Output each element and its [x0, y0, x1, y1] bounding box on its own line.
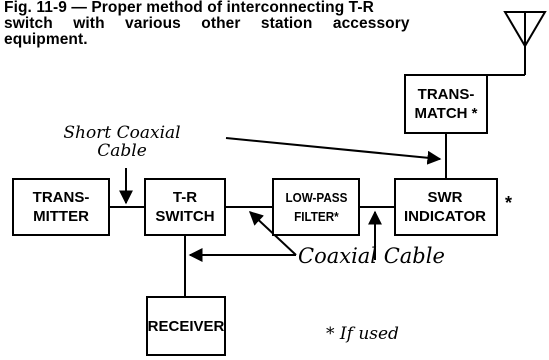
- if-used-note: * If used: [326, 324, 399, 344]
- transmatch-block: TRANS- MATCH *: [404, 74, 488, 134]
- caption-line-3: equipment.: [4, 31, 88, 48]
- short-coax-label: Short Coaxial Cable: [54, 124, 190, 160]
- tr-switch-block: T-R SWITCH: [144, 178, 226, 236]
- short-coax-line-1: Short Coaxial: [63, 123, 181, 143]
- transmitter-label: TRANS- MITTER: [32, 189, 90, 225]
- low-pass-filter-block: LOW-PASS FILTER*: [272, 178, 360, 236]
- swr-indicator-star: *: [504, 193, 512, 213]
- coaxial-cable-text: Coaxial Cable: [298, 244, 445, 268]
- low-pass-filter-label: LOW-PASS FILTER*: [285, 190, 347, 224]
- transmitter-block: TRANS- MITTER: [12, 178, 110, 236]
- swr-indicator-label: SWR INDICATOR: [404, 189, 486, 225]
- receiver-block: RECEIVER: [146, 296, 226, 356]
- receiver-label: RECEIVER: [147, 317, 225, 335]
- pointer-short-coax-2: [225, 137, 442, 165]
- caption-line-1: Fig. 11-9 — Proper method of interconnec…: [4, 0, 374, 16]
- swr-indicator-block: SWR INDICATOR *: [394, 178, 512, 236]
- transmatch-label: TRANS- MATCH *: [414, 86, 478, 122]
- tr-switch-label: T-R SWITCH: [155, 189, 215, 225]
- coaxial-cable-label: Coaxial Cable: [298, 244, 445, 268]
- antenna-icon: [487, 11, 547, 76]
- short-coax-line-2: Cable: [97, 141, 147, 161]
- if-used-text: * If used: [326, 324, 399, 344]
- figure-caption: Fig. 11-9 — Proper method of interconnec…: [4, 0, 504, 48]
- caption-line-2: switch with various other station access…: [4, 15, 410, 32]
